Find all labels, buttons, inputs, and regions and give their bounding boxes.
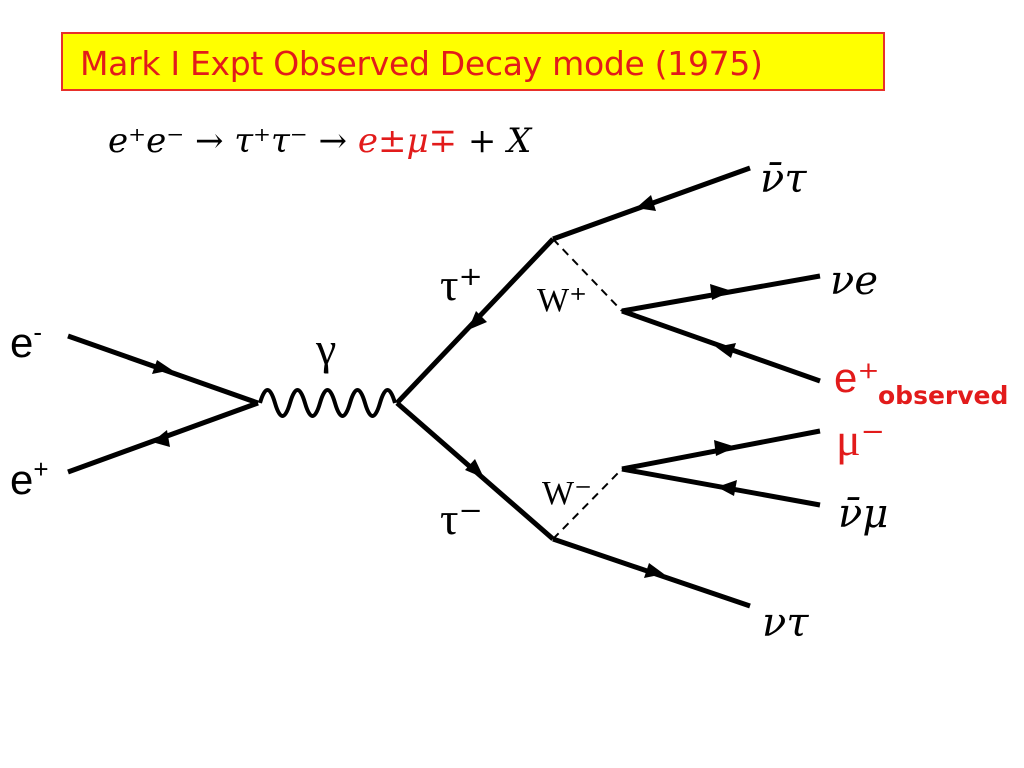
- tau-minus-arrow: [465, 459, 484, 478]
- anti-nu-tau-label: ν̄τ: [760, 156, 807, 202]
- nu-e-label: νe: [830, 258, 878, 304]
- positron-label: e+: [10, 454, 49, 503]
- e-plus-observed-label: e⁺: [834, 354, 880, 401]
- e-plus-arrow: [716, 343, 736, 358]
- anti-nu-tau-arrow: [636, 195, 656, 211]
- anti-nu-mu-arrow: [717, 480, 737, 496]
- equation-rhs: + X: [457, 121, 533, 161]
- equation-highlight: e±μ∓: [358, 121, 457, 161]
- nu-tau-arrow: [644, 563, 664, 578]
- w-minus-label: W⁻: [542, 475, 592, 512]
- title-text: Mark I Expt Observed Decay mode (1975): [80, 44, 763, 83]
- tau-plus-label: τ⁺: [440, 259, 483, 310]
- photon-wavy-line: [258, 388, 397, 418]
- mu-minus-label: μ⁻: [836, 414, 885, 465]
- anti-nu-mu-label: ν̄μ: [838, 491, 888, 537]
- nu-e-arrow: [710, 284, 732, 300]
- reaction-equation: e⁺e⁻ → τ⁺τ⁻ → e±μ∓ + X: [108, 121, 533, 161]
- equation-lhs: e⁺e⁻ → τ⁺τ⁻ →: [108, 121, 358, 161]
- nu-tau-label: ντ: [762, 600, 809, 646]
- w-plus-label: W⁺: [537, 282, 587, 319]
- photon-label: γ: [315, 323, 336, 374]
- w-plus-propagator: [552, 238, 623, 312]
- tau-minus-label: τ⁻: [440, 493, 483, 544]
- tau-plus-arrow: [468, 311, 487, 330]
- electron-label: e-: [10, 317, 42, 366]
- observed-label: observed: [878, 381, 1008, 410]
- electron-arrow: [152, 360, 172, 374]
- w-minus-propagator: [552, 468, 623, 540]
- mu-minus-arrow: [714, 440, 736, 456]
- title-box: [61, 32, 885, 91]
- positron-arrow: [152, 430, 170, 447]
